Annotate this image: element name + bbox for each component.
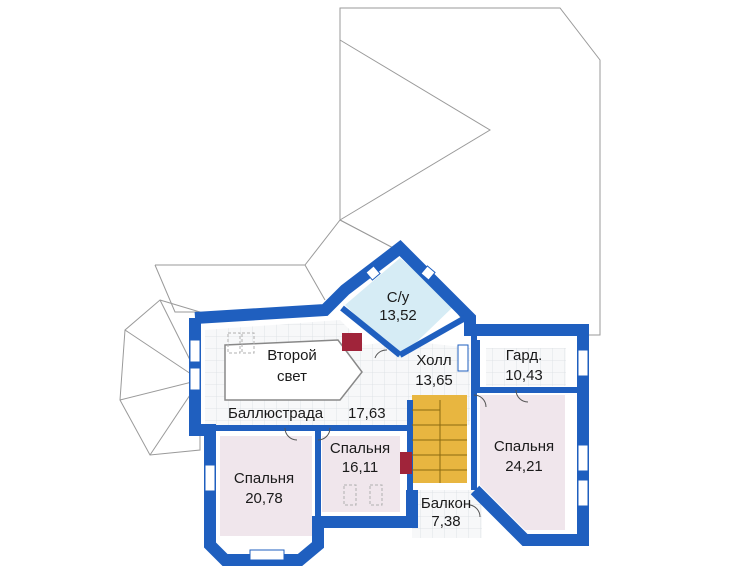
balustrade-label: Баллюстрада: [228, 405, 324, 422]
room-labels: С/у 13,52 Второй свет Холл 13,65 Гард. 1…: [228, 289, 554, 530]
hall-area: 13,65: [415, 372, 453, 389]
balcony-area: 7,38: [431, 513, 460, 530]
wardrobe-area: 10,43: [505, 367, 543, 384]
balustrade-area: 17,63: [348, 405, 386, 422]
second-light-label-1: Второй: [267, 347, 317, 364]
bedroom-left-label: Спальня: [234, 470, 294, 487]
chimney-icon: [342, 333, 412, 474]
bedroom-right-area: 24,21: [505, 458, 543, 475]
bedroom-left-area: 20,78: [245, 490, 283, 507]
bedroom-right-label: Спальня: [494, 438, 554, 455]
second-light-label-2: свет: [277, 368, 307, 385]
balcony-label: Балкон: [421, 495, 471, 512]
hall-label: Холл: [416, 352, 451, 369]
doors: [284, 349, 529, 518]
staircase: [412, 400, 467, 483]
bathroom-label: С/у: [387, 289, 410, 306]
bedroom-center-area: 16,11: [342, 459, 378, 476]
wardrobe-label: Гард.: [506, 347, 543, 364]
second-light-markers: [227, 332, 383, 506]
second-light-void: [224, 339, 363, 401]
windows: [189, 265, 589, 561]
bedroom-center-label: Спальня: [330, 440, 390, 457]
bathroom-area: 13,52: [379, 307, 417, 324]
